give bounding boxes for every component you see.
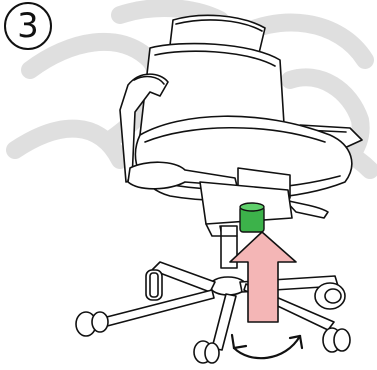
caster-right-back xyxy=(315,283,345,309)
caster-left-front xyxy=(76,312,108,336)
caster-left-back xyxy=(146,270,162,300)
step-number-badge: 3 xyxy=(4,2,52,50)
caster-right-front xyxy=(323,328,350,352)
chair-base xyxy=(76,262,350,363)
step-number: 3 xyxy=(17,9,39,43)
caster-front xyxy=(194,341,219,363)
height-lever xyxy=(240,203,264,232)
rotate-arrow-icon xyxy=(232,335,302,358)
